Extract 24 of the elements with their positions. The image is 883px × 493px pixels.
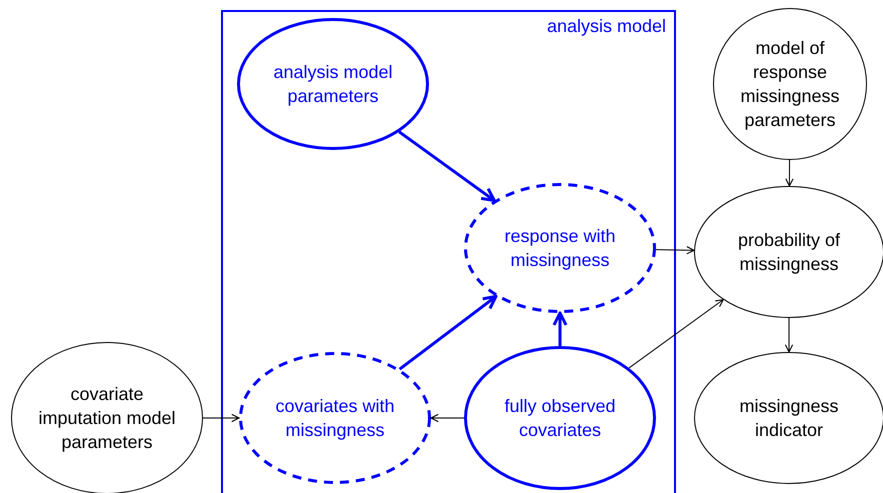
dashed-ellipse xyxy=(239,352,431,484)
node-label: covariates with missingness xyxy=(274,395,396,442)
node-label: response with missingness xyxy=(503,225,617,272)
dashed-ellipse xyxy=(464,183,656,313)
node-label: model of response missingness parameters xyxy=(739,37,841,132)
node-label: missingness indicator xyxy=(738,395,840,442)
ellipse xyxy=(713,8,867,160)
arrow xyxy=(430,414,464,422)
arrow xyxy=(398,130,496,202)
ellipse xyxy=(237,18,429,150)
arrow xyxy=(655,246,695,254)
arrow xyxy=(202,414,240,422)
node-label: analysis model parameters xyxy=(272,61,394,108)
arrow xyxy=(784,318,794,353)
arrow xyxy=(552,312,568,346)
arrow xyxy=(398,294,498,370)
arrow xyxy=(785,160,794,187)
node-label: probability of missingness xyxy=(736,229,842,276)
ellipse xyxy=(464,346,656,490)
frame-title: analysis model xyxy=(546,16,666,37)
arrow xyxy=(628,299,724,368)
analysis-model-frame xyxy=(221,10,676,493)
node-label: covariate imputation model parameters xyxy=(37,383,177,454)
node-label: fully observed covariates xyxy=(503,395,617,442)
